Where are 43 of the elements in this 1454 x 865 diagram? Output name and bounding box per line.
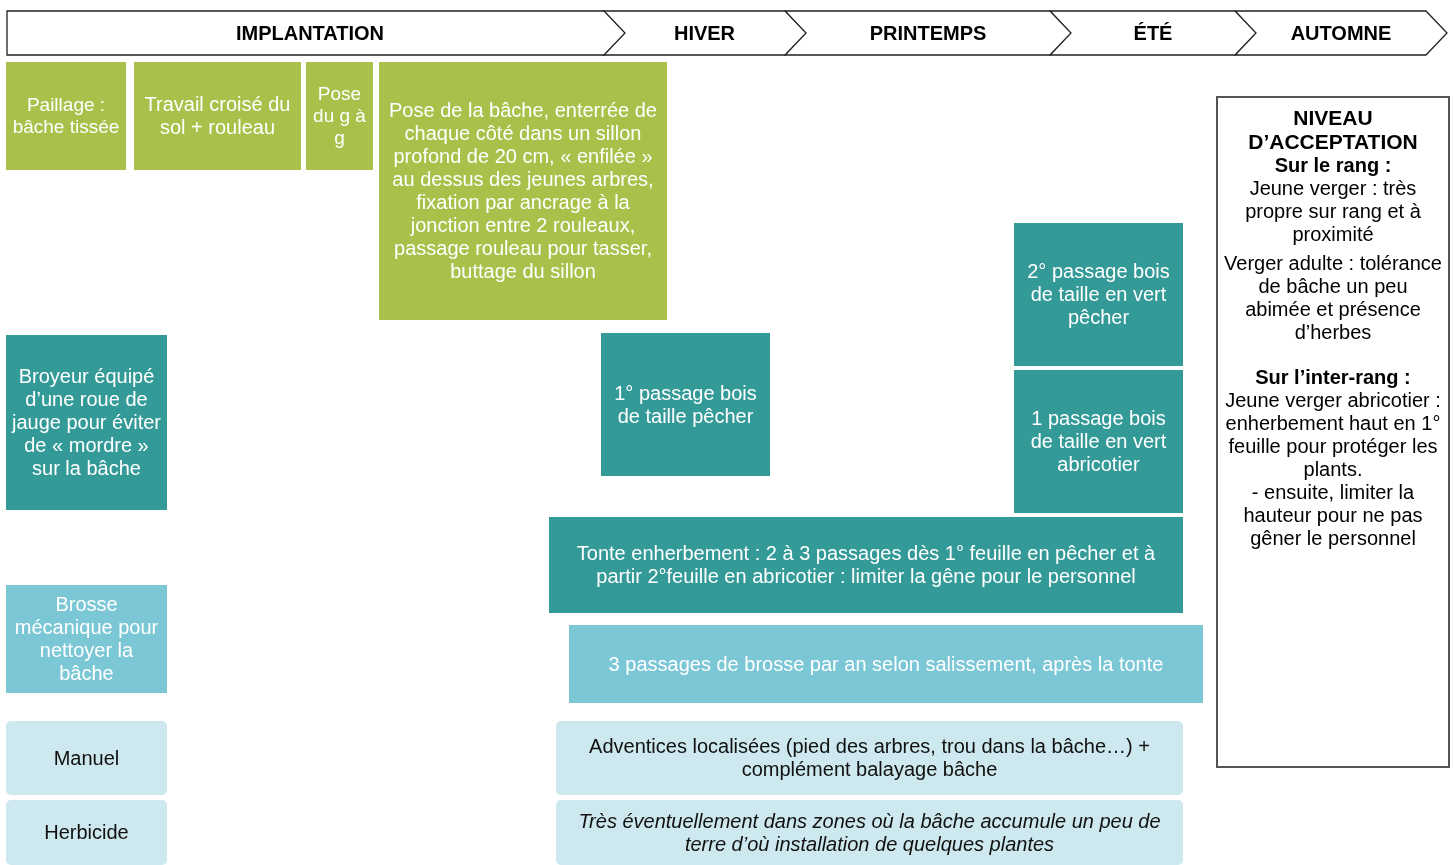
task-text: 1° passage bois de taille pêcher	[613, 381, 758, 428]
task-text: Manuel	[53, 746, 120, 770]
season-label: PRINTEMPS	[869, 21, 987, 45]
task-text: Pose du g à g	[312, 83, 367, 149]
task-text: Brosse mécanique pour nettoyer la bâche	[13, 593, 160, 685]
panel-heading: NIVEAU D’ACCEPTATION	[1247, 106, 1419, 155]
task-box	[556, 721, 1183, 795]
task-box	[549, 517, 1183, 613]
season-label: IMPLANTATION	[235, 21, 385, 45]
task-text: Tonte enherbement : 2 à 3 passages dès 1° feuille en pêcher et à partir 2°feuille en abricotier : limiter la gêne pour le personnel	[575, 542, 1157, 588]
task-text: 1 passage bois de taille en vert abricotier	[1029, 407, 1168, 476]
panel-text: Verger adulte : tolérance de bâche un peu abimée et présence d’herbes	[1224, 252, 1442, 345]
task-box	[6, 585, 167, 693]
task-box	[1014, 370, 1183, 513]
task-text: 3 passages de brosse par an selon salissement, après la tonte	[608, 652, 1164, 676]
task-box	[6, 800, 167, 865]
task-text: Pose de la bâche, enterrée de chaque côté dans un sillon profond de 20 cm, « enfilée » au dessus des jeunes arbres, fixation par ancrage à la jonction entre 2 rouleaux, passage rouleau pour tasser, buttage du sillon	[388, 99, 658, 283]
season-label: ÉTÉ	[1133, 21, 1173, 45]
task-text: Très éventuellement dans zones où la bâche accumule un peu de terre d’où installation de quelques plantes	[577, 809, 1162, 856]
task-box	[1014, 223, 1183, 366]
task-box	[306, 62, 373, 170]
task-text: Broyeur équipé d’une roue de jauge pour éviter de « mordre » sur la bâche	[11, 365, 162, 480]
task-box	[379, 62, 667, 320]
acceptance-panel	[1216, 96, 1450, 768]
task-box	[569, 625, 1203, 703]
section-heading: Sur le rang :	[1274, 154, 1392, 178]
task-box	[6, 721, 167, 795]
panel-text: Jeune verger abricotier : enherbement haut en 1° feuille pour protéger les plants.	[1224, 389, 1442, 482]
task-box	[134, 62, 301, 170]
task-text: Herbicide	[44, 821, 129, 844]
task-text: 2° passage bois de taille en vert pêcher	[1026, 260, 1171, 329]
task-text: Adventices localisées (pied des arbres, trou dans la bâche…) + complément balayage bâche	[588, 735, 1151, 781]
panel-text: - ensuite, limiter la hauteur pour ne pas gêner le personnel	[1242, 481, 1424, 551]
season-label: AUTOMNE	[1290, 21, 1392, 45]
task-box	[601, 333, 770, 476]
task-box	[6, 62, 126, 170]
task-box	[6, 335, 167, 510]
task-text: Paillage : bâche tissée	[11, 94, 121, 138]
task-text: Travail croisé du sol + rouleau	[143, 93, 292, 139]
task-box	[556, 800, 1183, 865]
panel-text: Jeune verger : très propre sur rang et à proximité	[1244, 177, 1422, 247]
section-heading: Sur l’inter-rang :	[1255, 366, 1411, 390]
season-label: HIVER	[673, 21, 736, 45]
